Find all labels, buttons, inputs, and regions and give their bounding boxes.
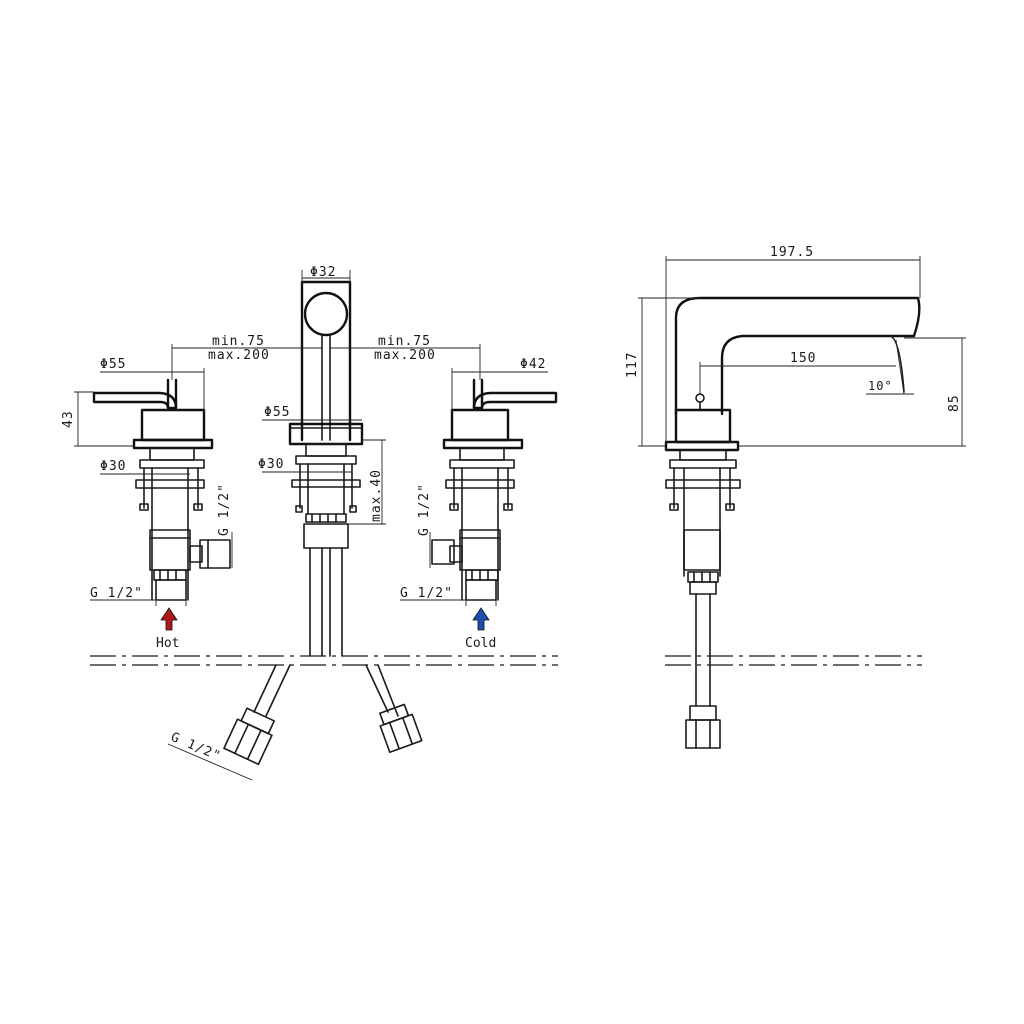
hot-arrow-icon	[160, 607, 178, 631]
center-thread-diameter-label: Φ30	[258, 457, 284, 472]
dimension-lines	[74, 256, 966, 781]
left-thread-diameter-label: Φ30	[100, 459, 126, 474]
center-spout-front	[288, 280, 364, 657]
hot-valve-front	[92, 378, 231, 601]
hot-label: Hot	[156, 636, 179, 651]
spacing-left-max-label: max.200	[208, 348, 270, 363]
cold-valve-front	[431, 378, 558, 601]
spacing-left-min-label: min.75	[212, 334, 265, 349]
side-reach-label: 197.5	[770, 245, 814, 260]
faucet-side-view	[664, 296, 921, 749]
deck-axis-lines	[90, 655, 922, 666]
right-handle-diameter-label: Φ42	[520, 357, 546, 372]
spout-diameter-label: Φ32	[310, 265, 336, 280]
left-handle-height-label: 43	[61, 410, 76, 428]
dimension-labels: Φ32 Φ55 Φ30 max.40 min.75 max.200 min.75…	[61, 245, 962, 764]
left-handle-diameter-label: Φ55	[100, 357, 126, 372]
hose-thread-label: G 1/2"	[168, 730, 223, 765]
left-inlet-thread-label: G 1/2"	[90, 586, 143, 601]
side-angle-label: 10°	[868, 379, 893, 393]
right-inlet-thread-label: G 1/2"	[400, 586, 453, 601]
cold-arrow-icon	[472, 607, 490, 631]
side-height-label: 117	[625, 352, 640, 378]
flexible-hoses	[223, 664, 423, 766]
side-clearance-label: 85	[947, 394, 962, 412]
right-outlet-thread-label: G 1/2"	[417, 483, 432, 536]
center-base-diameter-label: Φ55	[264, 405, 290, 420]
spacing-right-min-label: min.75	[378, 334, 431, 349]
left-outlet-thread-label: G 1/2"	[217, 483, 232, 536]
cold-label: Cold	[465, 636, 496, 651]
spacing-right-max-label: max.200	[374, 348, 436, 363]
max-deck-thickness-label: max.40	[369, 469, 384, 522]
side-projection-label: 150	[790, 351, 816, 366]
